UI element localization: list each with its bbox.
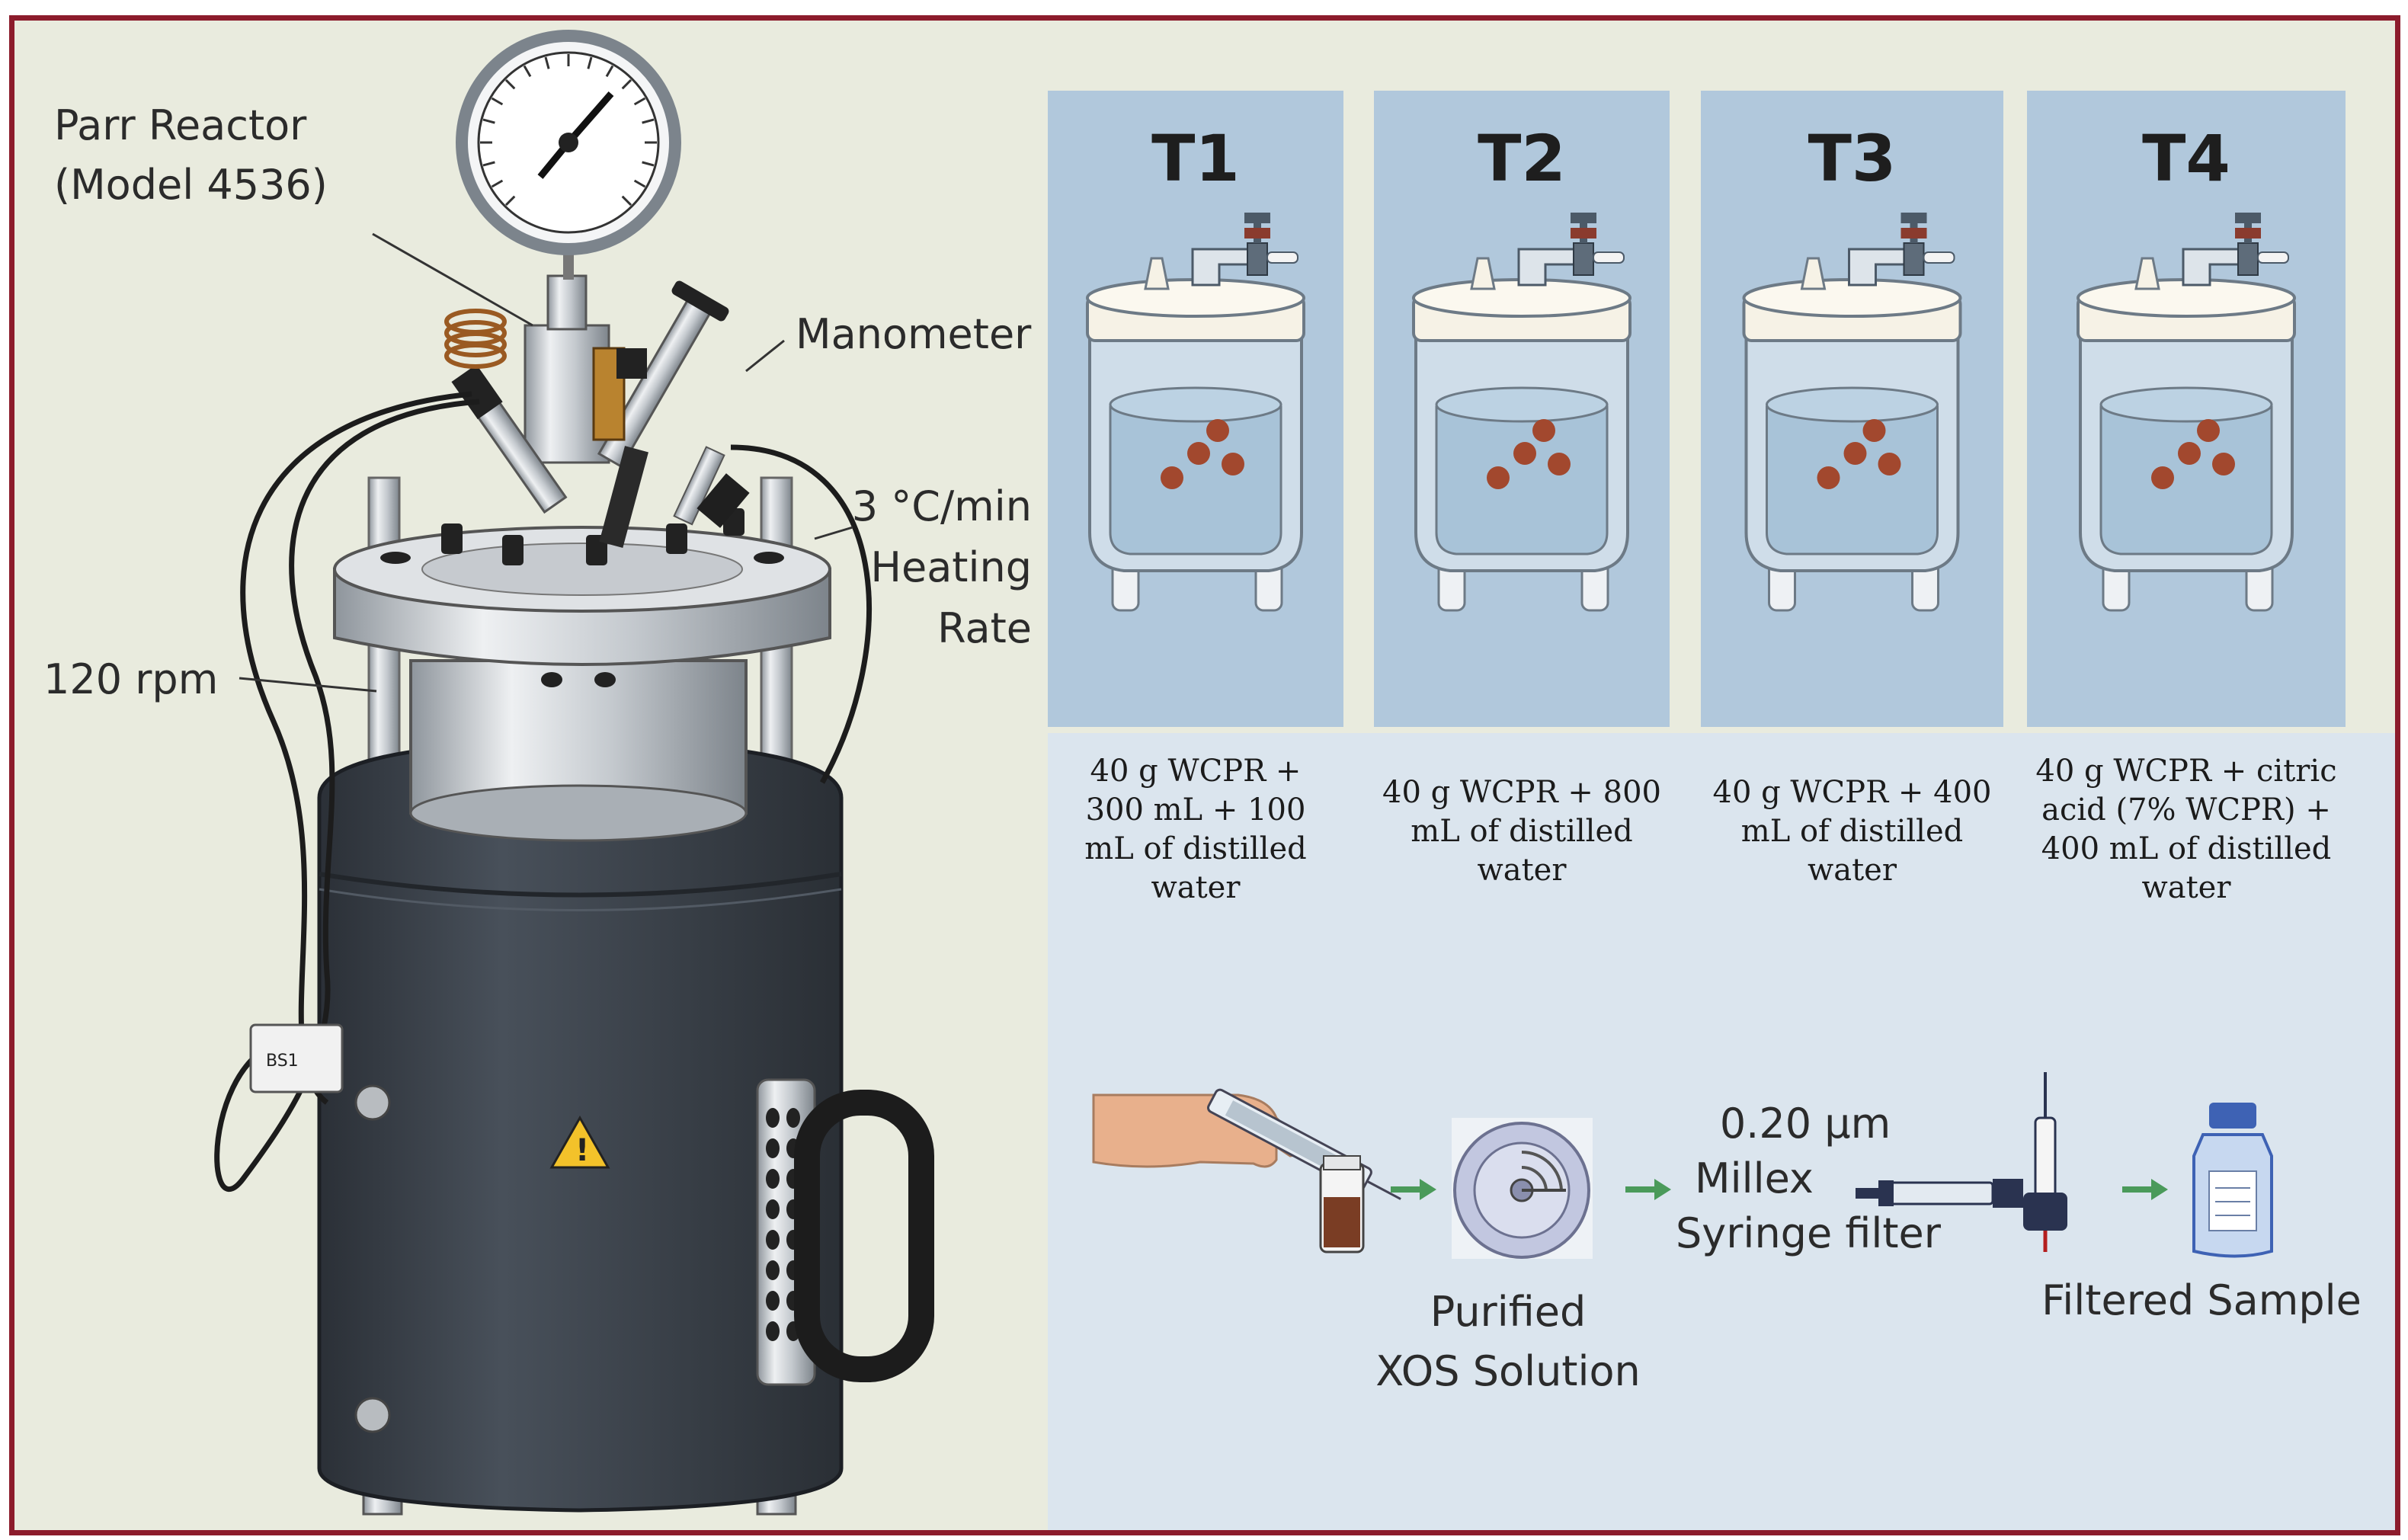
treatment-description-line: mL of distilled bbox=[1740, 814, 1964, 849]
flange-bolts bbox=[380, 508, 784, 565]
treatment-description-line: 40 g WCPR + bbox=[1090, 754, 1302, 789]
svg-text:!: ! bbox=[575, 1133, 589, 1168]
manometer-label: Manometer bbox=[796, 310, 1032, 358]
sensor-box bbox=[249, 1023, 344, 1093]
treatment-description: 40 g WCPR + 400 mL of distilled water bbox=[1701, 773, 2003, 890]
treatment-description-line: 40 g WCPR + 800 bbox=[1382, 775, 1661, 810]
figure-frame: BS1 ! Parr Reactor (Model 4536) Manomete… bbox=[9, 15, 2400, 1535]
filter-size-label: 0.20 µm bbox=[1719, 1100, 1891, 1148]
treatment-description-line: water bbox=[2141, 870, 2231, 905]
treatment-description-line: 40 g WCPR + 400 bbox=[1712, 775, 1992, 810]
arrow-icon bbox=[2122, 1179, 2168, 1200]
purified-label: Purified bbox=[1430, 1288, 1587, 1336]
jacket-handle bbox=[794, 1090, 934, 1382]
reactor-vessel-icon bbox=[1086, 213, 1305, 612]
sensor-tag: BS1 bbox=[266, 1052, 299, 1071]
arrow-icon bbox=[1391, 1179, 1436, 1200]
thermocouple-cable bbox=[240, 391, 472, 1105]
treatment-panel: T3 bbox=[1701, 91, 2003, 727]
treatment-panel: T4 bbox=[2027, 91, 2346, 727]
reactor-vessel-icon bbox=[2077, 213, 2296, 612]
reactor-model: (Model 4536) bbox=[54, 161, 328, 209]
treatment-title: T1 bbox=[1151, 121, 1240, 196]
heating-rate-label: Rate bbox=[937, 604, 1032, 652]
treatment-description-line: acid (7% WCPR) + bbox=[2041, 792, 2331, 828]
treatment-description-line: water bbox=[1151, 870, 1241, 905]
heating-rate-label: Heating bbox=[870, 543, 1032, 591]
cooling-coil bbox=[444, 309, 507, 369]
treatment-description-line: mL of distilled bbox=[1084, 831, 1307, 866]
purified-label: XOS Solution bbox=[1375, 1347, 1641, 1395]
heating-rate-value: 3 °C/min bbox=[851, 482, 1032, 530]
syringe-filter-icon bbox=[1856, 1072, 2067, 1252]
arrow-icon bbox=[1625, 1179, 1671, 1200]
treatment-description-line: 400 mL of distilled bbox=[2041, 831, 2332, 866]
treatment-title: T3 bbox=[1808, 121, 1897, 196]
treatment-description: 40 g WCPR + 800 mL of distilled water bbox=[1374, 773, 1670, 890]
filter-type-label: Syringe filter bbox=[1676, 1209, 1941, 1257]
sample-bottle-icon bbox=[2192, 1103, 2273, 1258]
process-flow bbox=[1092, 1072, 2273, 1259]
treatment-description-line: 300 mL + 100 bbox=[1085, 792, 1306, 828]
filtered-sample-label: Filtered Sample bbox=[2041, 1276, 2362, 1324]
gauge-needle bbox=[565, 91, 614, 145]
treatment-description-line: 40 g WCPR + citric bbox=[2035, 754, 2337, 789]
treatment-description-line: water bbox=[1477, 853, 1567, 888]
thermocouple-cable bbox=[214, 399, 480, 1193]
reactor-vessel-icon bbox=[1412, 213, 1631, 612]
reactor-name: Parr Reactor bbox=[54, 101, 307, 149]
parr-reactor-illustration: BS1 ! bbox=[214, 30, 934, 1516]
stirring-speed-label: 120 rpm bbox=[43, 655, 219, 703]
treatment-title: T2 bbox=[1478, 121, 1566, 196]
thermocouple-cable bbox=[730, 444, 872, 784]
reactor-vessel-icon bbox=[1742, 213, 1962, 612]
warning-icon bbox=[549, 1115, 610, 1169]
treatment-panel: T2 bbox=[1374, 91, 1670, 727]
treatment-title: T4 bbox=[2142, 121, 2230, 196]
filter-brand-label: Millex bbox=[1695, 1154, 1814, 1202]
treatment-description-line: mL of distilled bbox=[1411, 814, 1633, 849]
treatment-description-line: water bbox=[1808, 853, 1897, 888]
treatment-panel: T1 bbox=[1048, 91, 1343, 727]
